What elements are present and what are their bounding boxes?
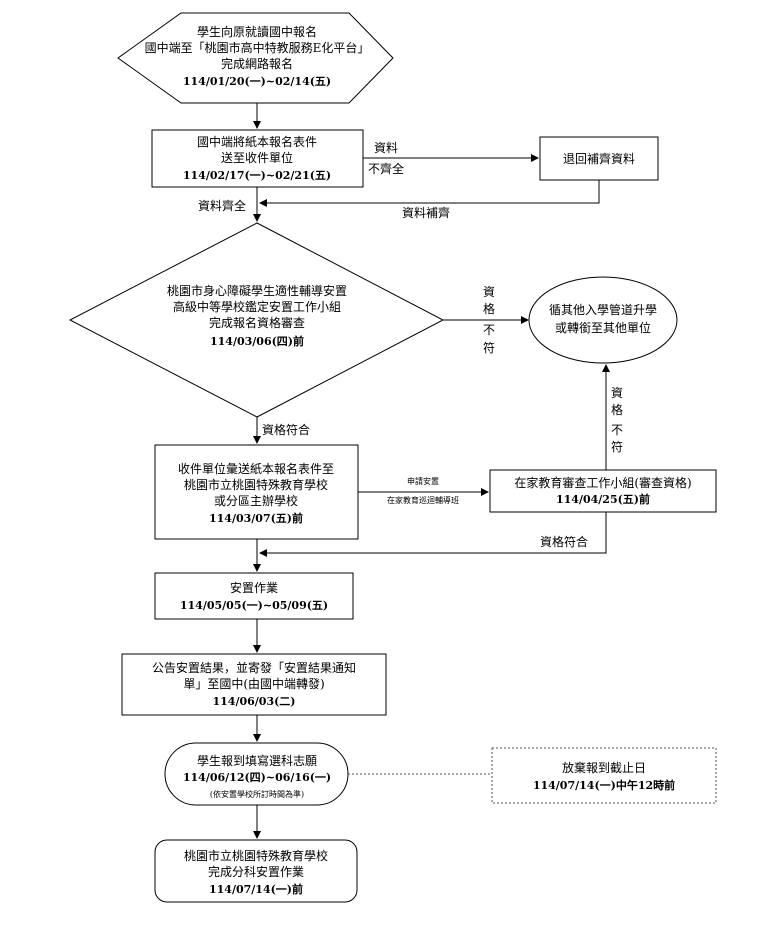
unqualified2-1: 資 (611, 386, 623, 400)
other-route-1: 循其他入學管道升學 (549, 302, 657, 317)
step7-note: (依安置學校所訂時間為準) (210, 789, 304, 799)
arrow-home-qualified (259, 512, 607, 557)
unqualified2-2: 格 (611, 402, 623, 417)
submit-paper-box (151, 129, 364, 188)
step4-line2: 桃園市立桃園特殊教育學校 (184, 477, 328, 492)
unqualified-4: 符 (483, 340, 495, 355)
step1-line3: 完成網路報名 (221, 56, 293, 71)
unqualified-3: 不 (483, 323, 495, 337)
home-edu-review-box (489, 469, 717, 513)
step4-date: 114/03/07(五)前 (209, 511, 303, 525)
step6-line2: 單」至國中(由國中端轉發) (183, 676, 324, 691)
arrow-supplement (259, 180, 600, 207)
other-route-2: 或轉銜至其他單位 (555, 320, 651, 335)
incomplete-label-1: 資料 (374, 141, 398, 155)
step8-line1: 桃園市立桃園特殊教育學校 (184, 848, 328, 863)
apply-label-1: 申請安置 (407, 476, 439, 486)
step6-line1: 公告安置結果，並寄發「安置結果通知 (152, 660, 356, 675)
supplement-label: 資料補齊 (402, 206, 450, 220)
qualified-label-2: 資格符合 (540, 534, 588, 549)
unqualified-2: 格 (483, 301, 495, 316)
incomplete-label-2: 不齊全 (368, 161, 404, 176)
complete-label: 資料齊全 (198, 198, 246, 213)
deadline-line: 放棄報到截止日 (562, 760, 646, 775)
return-docs-box (539, 136, 659, 181)
deadline-box (491, 747, 717, 804)
step1-line1: 學生向原就讀國中報名 (197, 24, 317, 39)
other-route-ellipse (528, 276, 678, 364)
step7-date: 114/06/12(四)~06/16(一) (183, 771, 331, 784)
step2-line2: 送至收件單位 (221, 150, 293, 165)
home-edu-date: 114/04/25(五)前 (556, 492, 650, 506)
final-placement-box (154, 839, 358, 903)
unqualified-1: 資 (483, 285, 495, 299)
step8-date: 114/07/14(一)前 (209, 882, 303, 896)
step5-line: 安置作業 (230, 580, 278, 595)
step6-date: 114/06/03(二) (212, 695, 295, 708)
deadline-date: 114/07/14(一)中午12時前 (533, 778, 675, 792)
step2-date: 114/02/17(一)~02/21(五) (183, 169, 331, 182)
step3-line2: 高級中等學校鑑定安置工作小組 (173, 299, 341, 314)
step3-line1: 桃園市身心障礙學生適性輔導安置 (167, 283, 347, 298)
step4-line1: 收件單位彙送紙本報名表件至 (178, 461, 334, 476)
step1-line2: 國中端至「桃園市高中特教服務E化平台」 (145, 40, 370, 55)
step8-line2: 完成分科安置作業 (208, 864, 304, 879)
step3-line3: 完成報名資格審查 (209, 315, 305, 330)
announce-box (121, 653, 387, 716)
registration-hexagon (117, 12, 394, 104)
step1-date: 114/01/20(一)~02/14(五) (183, 75, 331, 88)
step2-line1: 國中端將紙本報名表件 (197, 134, 317, 149)
return-docs-text: 退回補齊資料 (563, 152, 635, 166)
step4-line3: 或分區主辦學校 (214, 493, 298, 508)
unqualified2-3: 不 (611, 423, 623, 437)
placement-box (154, 572, 354, 620)
qualified-label: 資格符合 (262, 422, 310, 437)
apply-label-2: 在家教育巡迴輔導班 (387, 495, 459, 505)
unqualified2-4: 符 (611, 439, 623, 454)
step7-line: 學生報到填寫選科志願 (197, 753, 317, 768)
home-edu-line: 在家教育審查工作小組(審查資格) (514, 475, 691, 490)
step3-date: 114/03/06(四)前 (210, 334, 304, 348)
step5-date: 114/05/05(一)~05/09(五) (180, 599, 328, 612)
